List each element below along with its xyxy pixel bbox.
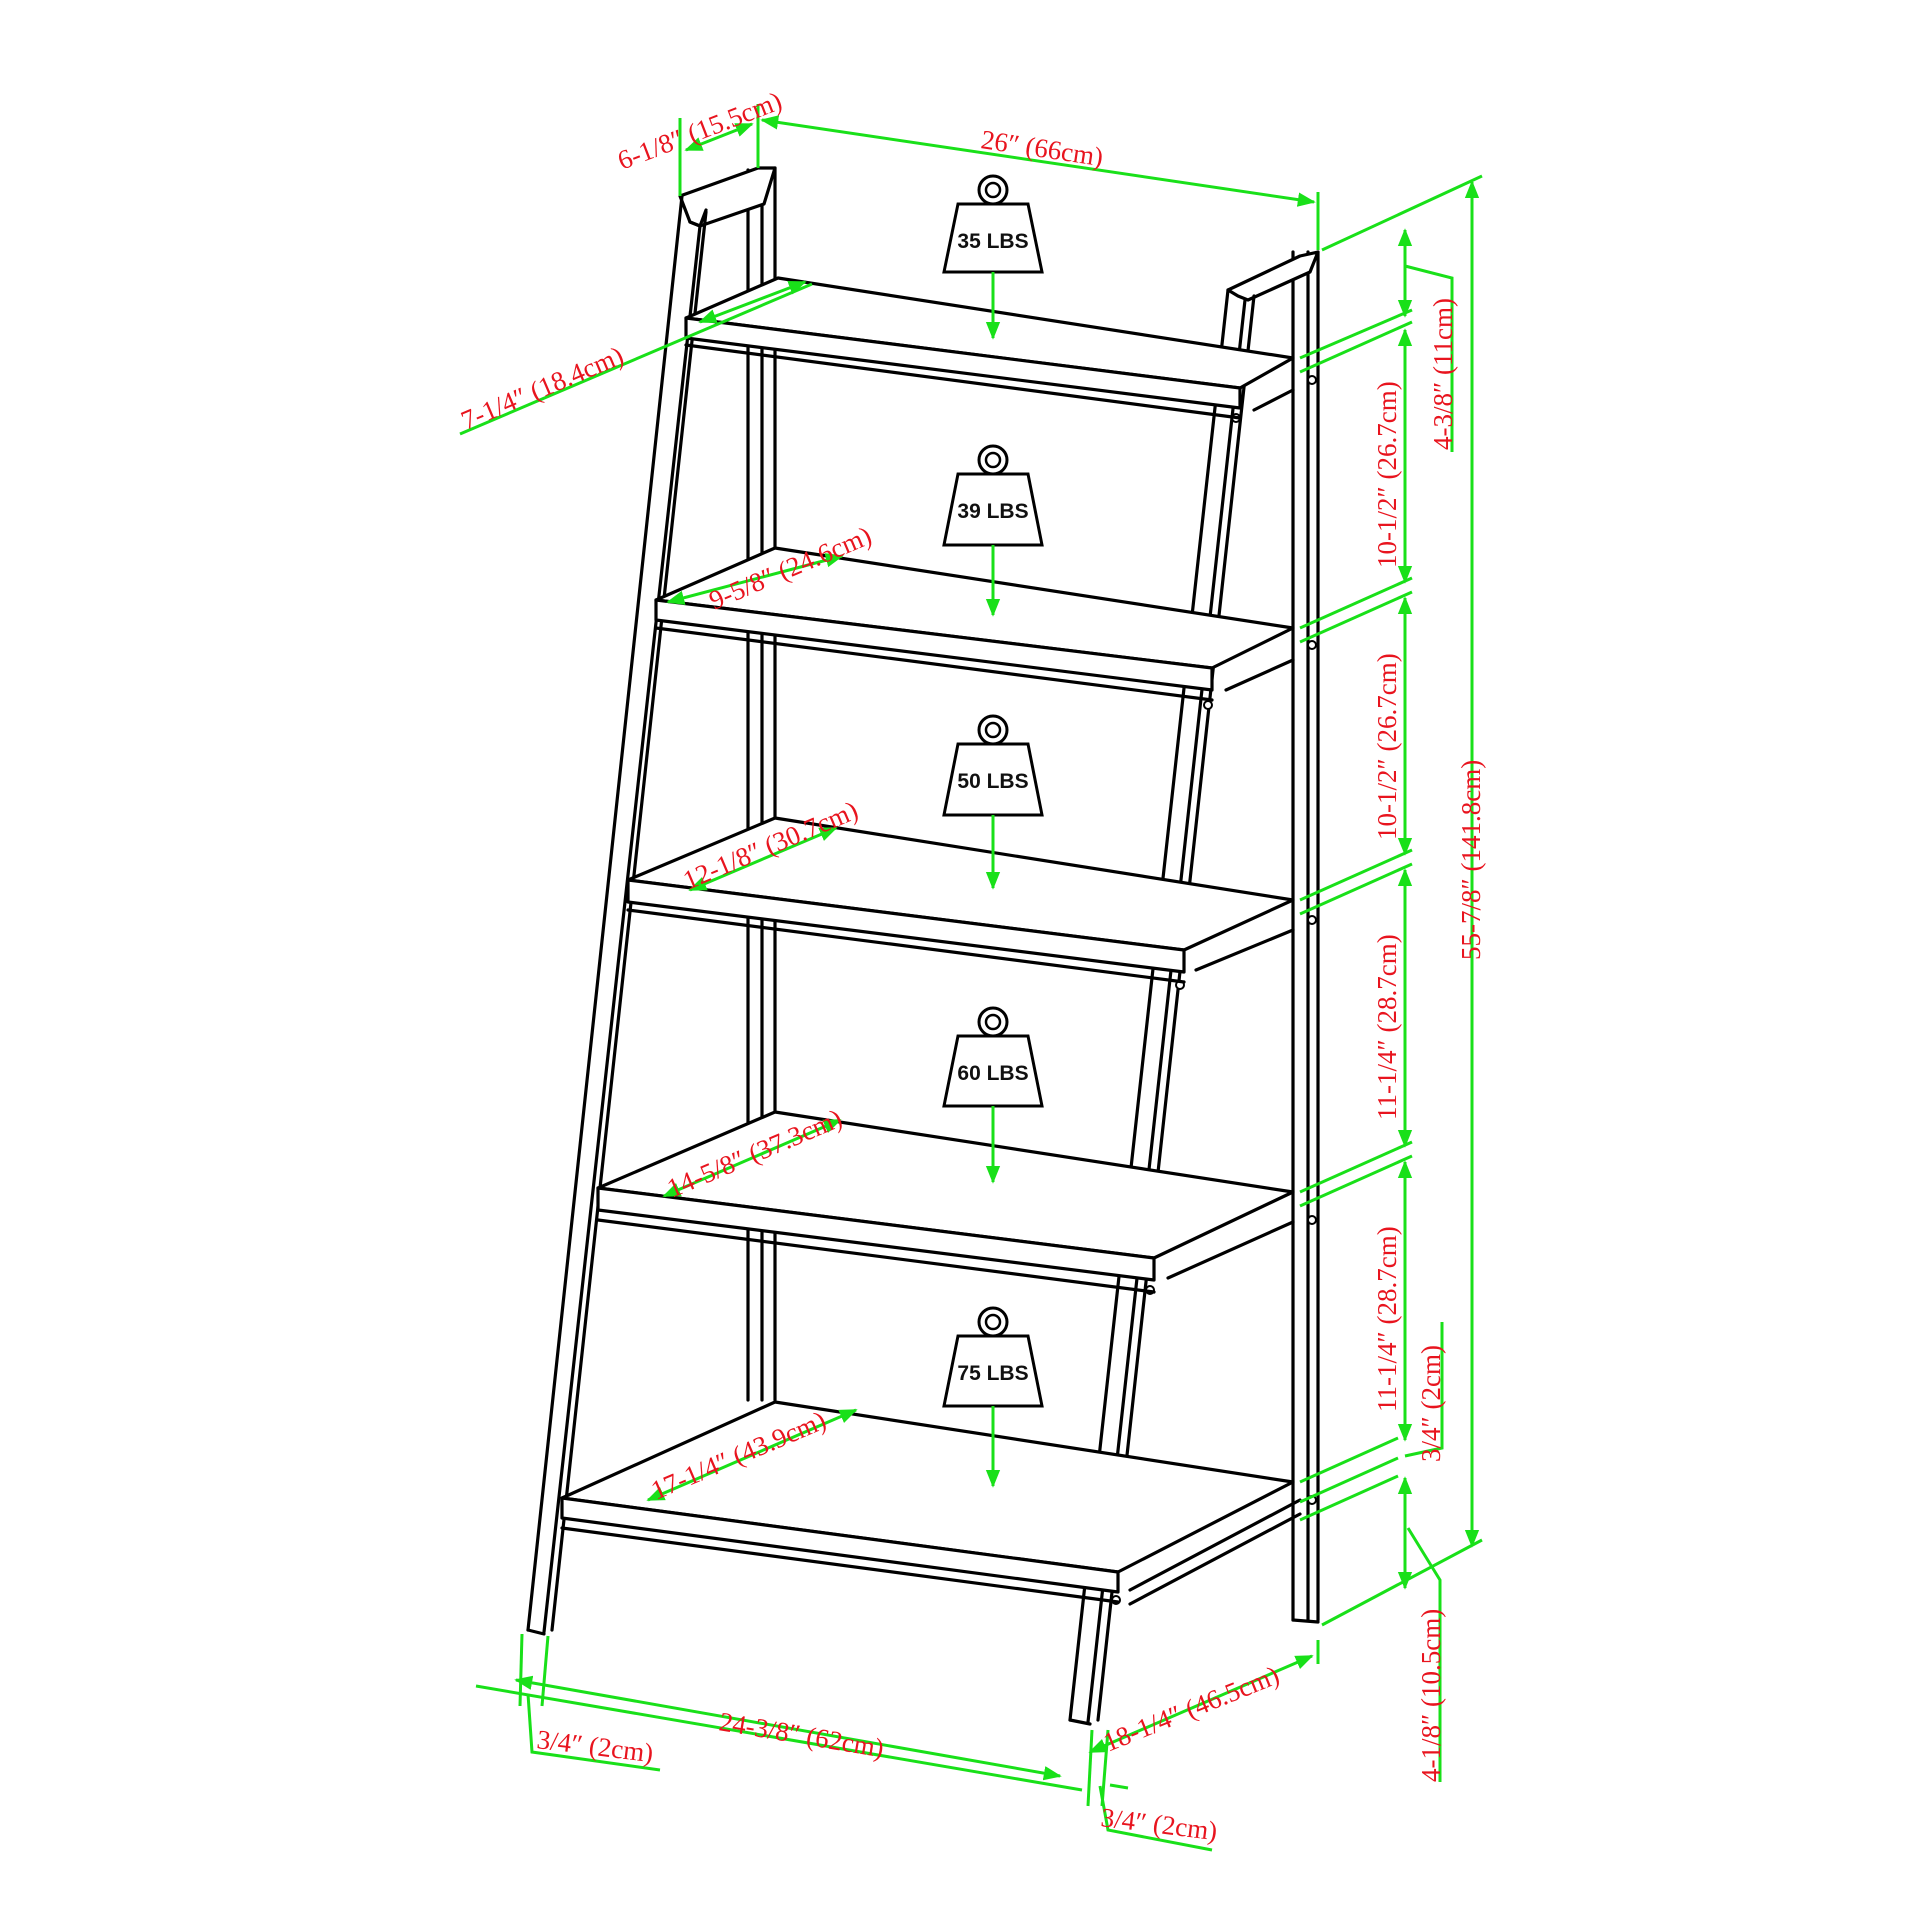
weight-icon-shelf-4: 60 LBS bbox=[942, 1006, 1044, 1184]
shelf1-to-shelf2-label: 10-1/2″ (26.7cm) bbox=[1372, 381, 1402, 568]
weight-icon-shelf-2: 39 LBS bbox=[942, 444, 1044, 617]
front-left-leg bbox=[526, 194, 708, 1636]
shelf-5 bbox=[560, 1400, 1302, 1606]
dim-base-width: 24-3/8″ (62cm) bbox=[475, 1633, 1129, 1807]
load-label-shelf-5: 75 LBS bbox=[957, 1362, 1028, 1385]
dim-overall-width: 26″ (66cm) bbox=[760, 115, 1320, 250]
dim-right-leg-thickness: 3/4″ (2cm) bbox=[1098, 1785, 1219, 1852]
shelf-thickness-label: 3/4″ (2cm) bbox=[1416, 1345, 1446, 1462]
overall-height-label: 55-7/8″ (141.8cm) bbox=[1456, 760, 1486, 960]
weight-icon-shelf-3: 50 LBS bbox=[942, 714, 1044, 890]
weight-icon-shelf-5: 75 LBS bbox=[942, 1306, 1044, 1488]
shelf3-to-shelf4-label: 11-1/4″ (28.7cm) bbox=[1372, 934, 1402, 1120]
load-label-shelf-3: 50 LBS bbox=[957, 770, 1028, 793]
top-to-shelf1-label: 4-3/8″ (11cm) bbox=[1428, 298, 1458, 450]
base-width-label: 24-3/8″ (62cm) bbox=[717, 1706, 886, 1763]
overall-width-label: 26″ (66cm) bbox=[979, 124, 1105, 172]
shelf-1-depth-label: 7-1/4″ (18.4cm) bbox=[457, 340, 628, 435]
dim-base-depth: 18-1/4″ (46.5cm) bbox=[1088, 1640, 1320, 1758]
bookshelf-frame bbox=[526, 166, 1320, 1726]
rear-right-upright bbox=[1291, 250, 1320, 1624]
load-label-shelf-2: 39 LBS bbox=[957, 500, 1028, 523]
right-top-cap bbox=[1226, 250, 1320, 302]
base-depth-label: 18-1/4″ (46.5cm) bbox=[1099, 1660, 1283, 1758]
shelf4-to-shelf5-label: 11-1/4″ (28.7cm) bbox=[1372, 1226, 1402, 1412]
load-label-shelf-1: 35 LBS bbox=[957, 230, 1028, 253]
dim-vertical-spacings: 4-3/8″ (11cm) 10-1/2″ (26.7cm) 10-1/2″ (… bbox=[1372, 180, 1486, 1782]
shelf-4 bbox=[596, 1110, 1295, 1294]
shelf2-to-shelf3-label: 10-1/2″ (26.7cm) bbox=[1372, 653, 1402, 840]
top-depth-label: 6-1/8″ (15.5cm) bbox=[613, 86, 785, 176]
floor-clearance-label: 4-1/8″ (10.5cm) bbox=[1416, 1609, 1446, 1782]
load-label-shelf-4: 60 LBS bbox=[957, 1062, 1028, 1085]
